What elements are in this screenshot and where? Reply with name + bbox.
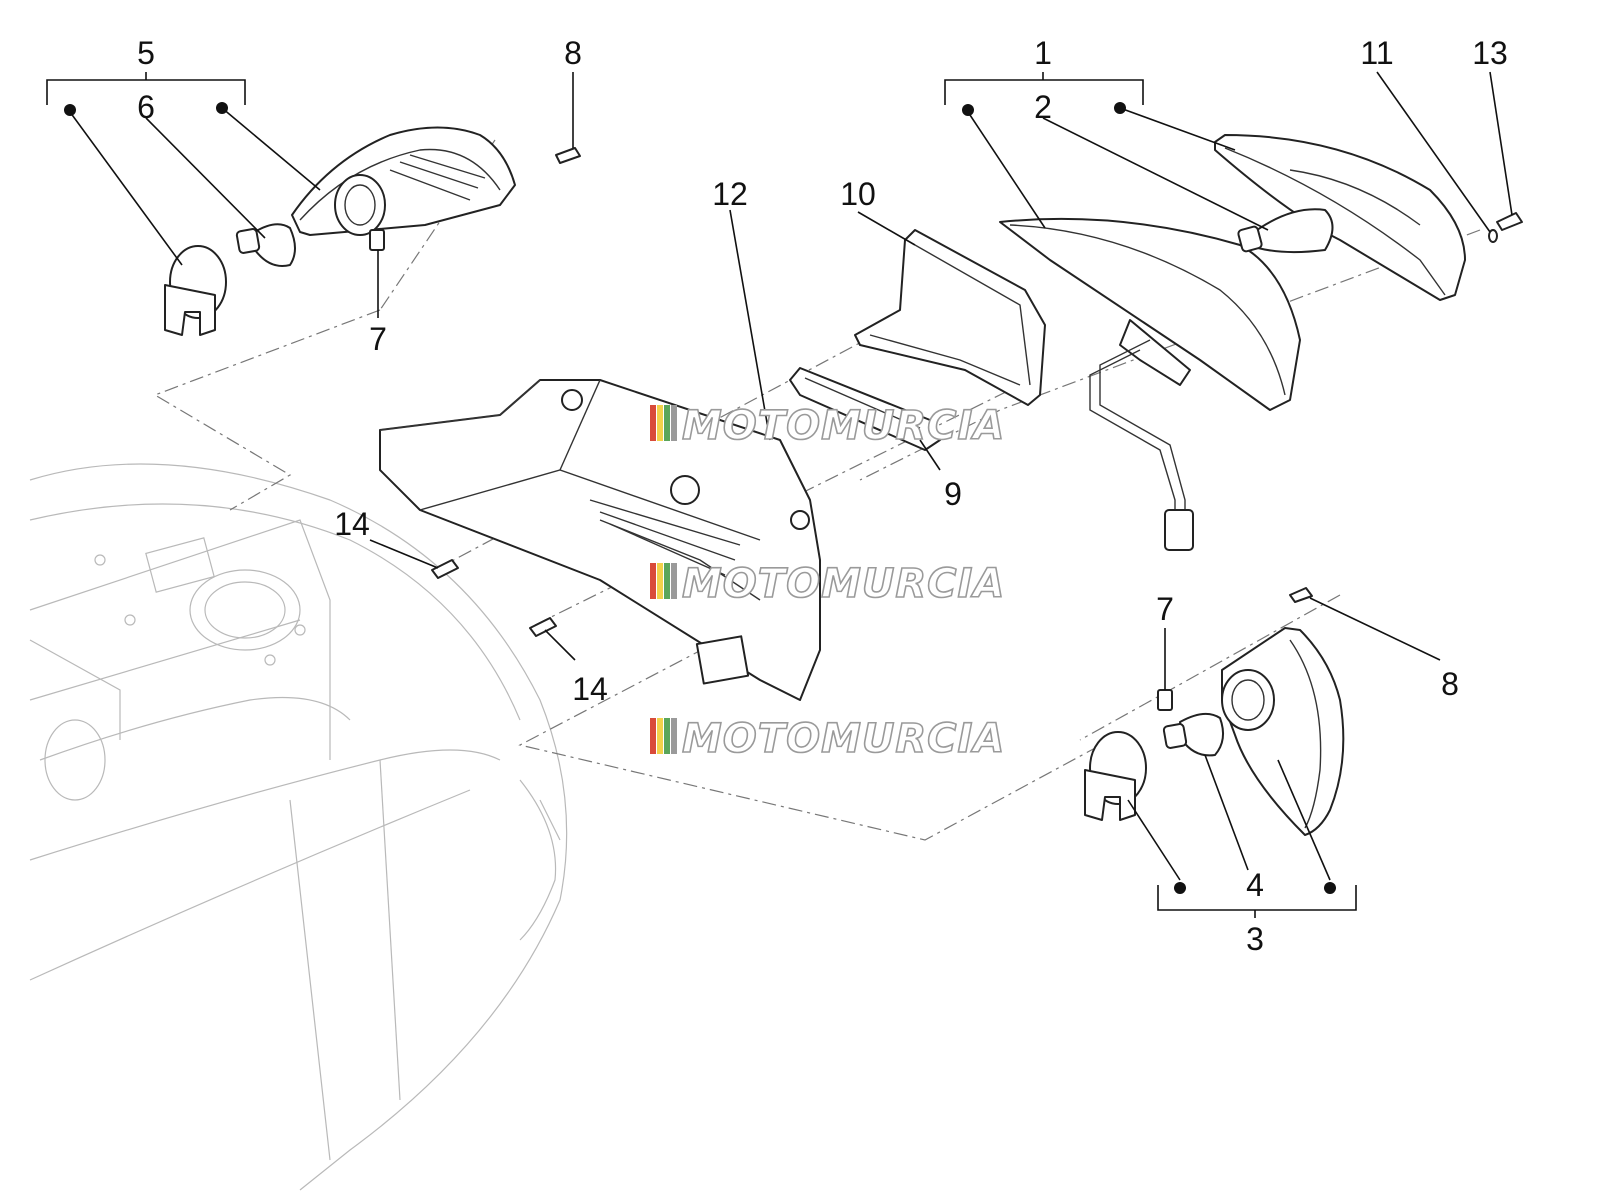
screw-14-right [529,617,557,637]
socket-3 [1084,731,1147,821]
callout-8-top: 8 [564,35,582,71]
callout-14-left: 14 [334,506,370,542]
watermark-text: MOTOMURCIA [682,716,1005,762]
lens-frame-10 [854,229,1046,406]
callout-12: 12 [712,176,748,212]
socket-5 [164,245,227,336]
callout-1: 1 [1034,35,1052,71]
callout-14-right: 14 [572,671,608,707]
clip-7-top [369,229,385,251]
turn-signal-left [291,126,516,236]
callout-8-bottom: 8 [1441,666,1459,702]
washer-11 [1488,229,1498,243]
callout-6: 6 [137,89,155,125]
callout-9: 9 [944,476,962,512]
callout-labels: 1 2 3 4 5 6 7 7 8 8 9 10 11 12 13 14 14 [137,35,1508,957]
callout-10: 10 [840,176,876,212]
screw-8-bottom [1289,587,1313,603]
screw-8-top [555,147,581,164]
callout-4: 4 [1246,867,1264,903]
callout-2: 2 [1034,89,1052,125]
turn-signal-right [1221,627,1345,836]
callout-7-bottom: 7 [1156,591,1174,627]
bulb-4 [1162,712,1225,757]
bulb-2 [1237,208,1334,254]
bulb-6 [235,223,296,267]
screw-14-left [431,559,459,579]
screw-13 [1496,212,1523,231]
watermark-3: MOTOMURCIA [650,715,1005,763]
callout-7-top: 7 [369,321,387,357]
callout-13: 13 [1472,35,1508,71]
watermark-2: MOTOMURCIA [650,560,1005,608]
tail-light-assembly-1 [999,217,1301,551]
light-holder-bracket [379,379,821,701]
clip-7-bottom [1157,689,1173,711]
license-plate-lens-9 [789,367,941,451]
watermark-1: MOTOMURCIA [650,402,1005,450]
leader-lines [46,71,1513,918]
callout-5: 5 [137,35,155,71]
callout-3: 3 [1246,921,1264,957]
scooter-rear-body-ghost [29,463,568,1191]
watermark-text: MOTOMURCIA [682,403,1005,449]
callout-11: 11 [1360,35,1393,71]
watermark-text: MOTOMURCIA [682,561,1005,607]
